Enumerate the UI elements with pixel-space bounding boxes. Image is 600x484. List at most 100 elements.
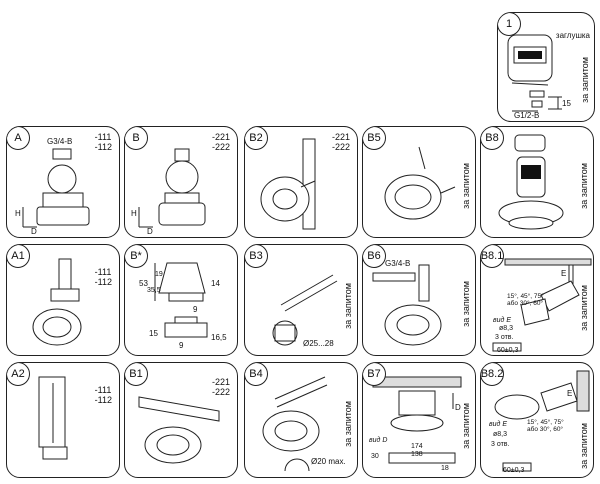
panel-B7: B7 за запитом D вид D 30 174 138 18 xyxy=(362,362,476,478)
luminaire-A-drawing xyxy=(7,127,120,238)
model-codes: -111 -112 xyxy=(94,385,112,405)
hole-label: ø8,3 xyxy=(499,325,514,332)
angles-label: 15°, 45°, 75° або 30°, 60° xyxy=(527,419,564,433)
plug-drawing xyxy=(498,13,595,122)
luminaire-A2-drawing xyxy=(7,363,120,478)
spacing-label: 60±0,3 xyxy=(497,347,519,354)
model-codes: -111 -112 xyxy=(94,132,112,152)
max-diameter-label: Ø20 max. xyxy=(311,457,346,466)
panel-badge: A2 xyxy=(7,363,30,386)
luminaire-B5-drawing xyxy=(363,127,476,238)
panel-badge: B* xyxy=(125,245,148,268)
luminaire-B7-drawing xyxy=(363,363,476,478)
axis-e-label: E xyxy=(567,389,573,398)
luminaire-B1-drawing xyxy=(125,363,238,478)
spacing-label: 60±0,3 xyxy=(503,467,525,474)
panel-B1: B1 -221 -222 xyxy=(124,362,238,478)
dim-138: 138 xyxy=(411,451,423,458)
panel-badge: B xyxy=(125,127,148,150)
luminaire-B8-2-drawing xyxy=(481,363,594,478)
panel-badge: B7 xyxy=(363,363,386,386)
on-request-label: за запитом xyxy=(343,401,353,447)
panel-B3: B3 за запитом Ø25...28 xyxy=(244,244,358,356)
panel-badge: B3 xyxy=(245,245,268,268)
on-request-label: за запитом xyxy=(461,281,471,327)
panel-B8-1: B8.1 за запитом E 15°, 45°, 75° або 30°,… xyxy=(480,244,594,356)
panel-B4: B4 за запитом Ø20 max. xyxy=(244,362,358,478)
on-request-label: за запитом xyxy=(461,163,471,209)
axis-h-label: H xyxy=(15,209,21,218)
dim-30: 30 xyxy=(371,453,379,460)
axis-e-label: E xyxy=(561,269,567,278)
axis-d-label: D xyxy=(147,227,153,236)
panel-A2: A2 -111 -112 xyxy=(6,362,120,478)
panel-badge: B8.2 xyxy=(481,363,504,386)
holes-count-label: 3 отв. xyxy=(495,334,514,341)
dim-53: 53 xyxy=(139,279,148,288)
panel-badge: B5 xyxy=(363,127,386,150)
angles-label: 15°, 45°, 75° або 30°, 60° xyxy=(507,293,544,307)
thread-label: G1/2-B xyxy=(514,111,540,120)
panel-badge: A xyxy=(7,127,30,150)
dim-label: 15 xyxy=(562,99,571,108)
clamp-B3-drawing xyxy=(245,245,358,356)
panel-B6: B6 G3/4-B за запитом xyxy=(362,244,476,356)
axis-d-label: D xyxy=(455,403,461,412)
clamp-B4-drawing xyxy=(245,363,358,478)
plug-note: заглушка xyxy=(555,31,590,40)
panel-B5: B5 за запитом xyxy=(362,126,476,238)
dim-9b: 9 xyxy=(179,341,184,350)
panel-badge: B4 xyxy=(245,363,268,386)
panel-Bstar: B* 53 35,5 19 14 9 15 16,5 9 xyxy=(124,244,238,356)
axis-d-label: D xyxy=(31,227,37,236)
model-codes: -221 -222 xyxy=(211,132,230,152)
panel-badge: B1 xyxy=(125,363,148,386)
luminaire-B8-1-drawing xyxy=(481,245,594,356)
on-request-label: за запитом xyxy=(461,403,471,449)
pipe-diameter-label: Ø25...28 xyxy=(303,339,334,348)
on-request-label: за запитом xyxy=(343,283,353,329)
dim-18: 18 xyxy=(441,465,449,472)
view-label: вид D xyxy=(369,437,388,444)
view-label: вид E xyxy=(489,421,508,428)
panel-A: A -111 -112 G3/4-B H D xyxy=(6,126,120,238)
model-codes: -221 -222 xyxy=(211,377,230,397)
panel-badge: 1 xyxy=(498,13,521,36)
axis-h-label: H xyxy=(131,209,137,218)
panel-1: 1 заглушка за запитом G1/2-B 15 xyxy=(497,12,595,122)
panel-B8-2: B8.2 за запитом E 15°, 45°, 75° або 30°,… xyxy=(480,362,594,478)
panel-badge: B8 xyxy=(481,127,504,150)
panel-B2: B2 -221 -222 xyxy=(244,126,358,238)
view-label: вид E xyxy=(493,317,512,324)
panel-B: B -221 -222 H D xyxy=(124,126,238,238)
luminaire-B8-drawing xyxy=(481,127,594,238)
luminaire-B-drawing xyxy=(125,127,238,238)
thread-label: G3/4-B xyxy=(385,259,411,268)
model-codes: -111 -112 xyxy=(94,267,112,287)
holes-count-label: 3 отв. xyxy=(491,441,510,448)
dim-174: 174 xyxy=(411,443,423,450)
dim-15: 15 xyxy=(149,329,158,338)
thread-label: G3/4-B xyxy=(47,137,73,146)
model-codes: -221 -222 xyxy=(331,132,350,152)
dim-14: 14 xyxy=(211,279,220,288)
on-request-label: за запитом xyxy=(579,163,589,209)
dim-16-5: 16,5 xyxy=(211,333,227,342)
dim-35-5: 35,5 xyxy=(147,287,161,294)
on-request-label: за запитом xyxy=(580,57,590,103)
panel-badge: B8.1 xyxy=(481,245,504,268)
panel-badge: A1 xyxy=(7,245,30,268)
luminaire-B6-drawing xyxy=(363,245,476,356)
on-request-label: за запитом xyxy=(579,285,589,331)
hole-label: ø8,3 xyxy=(493,431,508,438)
luminaire-B2-drawing xyxy=(245,127,358,238)
on-request-label: за запитом xyxy=(579,423,589,469)
dim-19: 19 xyxy=(155,271,163,278)
dim-9: 9 xyxy=(193,305,198,314)
bracket-Bstar-drawing xyxy=(125,245,238,356)
panel-badge: B6 xyxy=(363,245,386,268)
panel-badge: B2 xyxy=(245,127,268,150)
panel-B8: B8 за запитом xyxy=(480,126,594,238)
luminaire-A1-drawing xyxy=(7,245,120,356)
panel-A1: A1 -111 -112 xyxy=(6,244,120,356)
